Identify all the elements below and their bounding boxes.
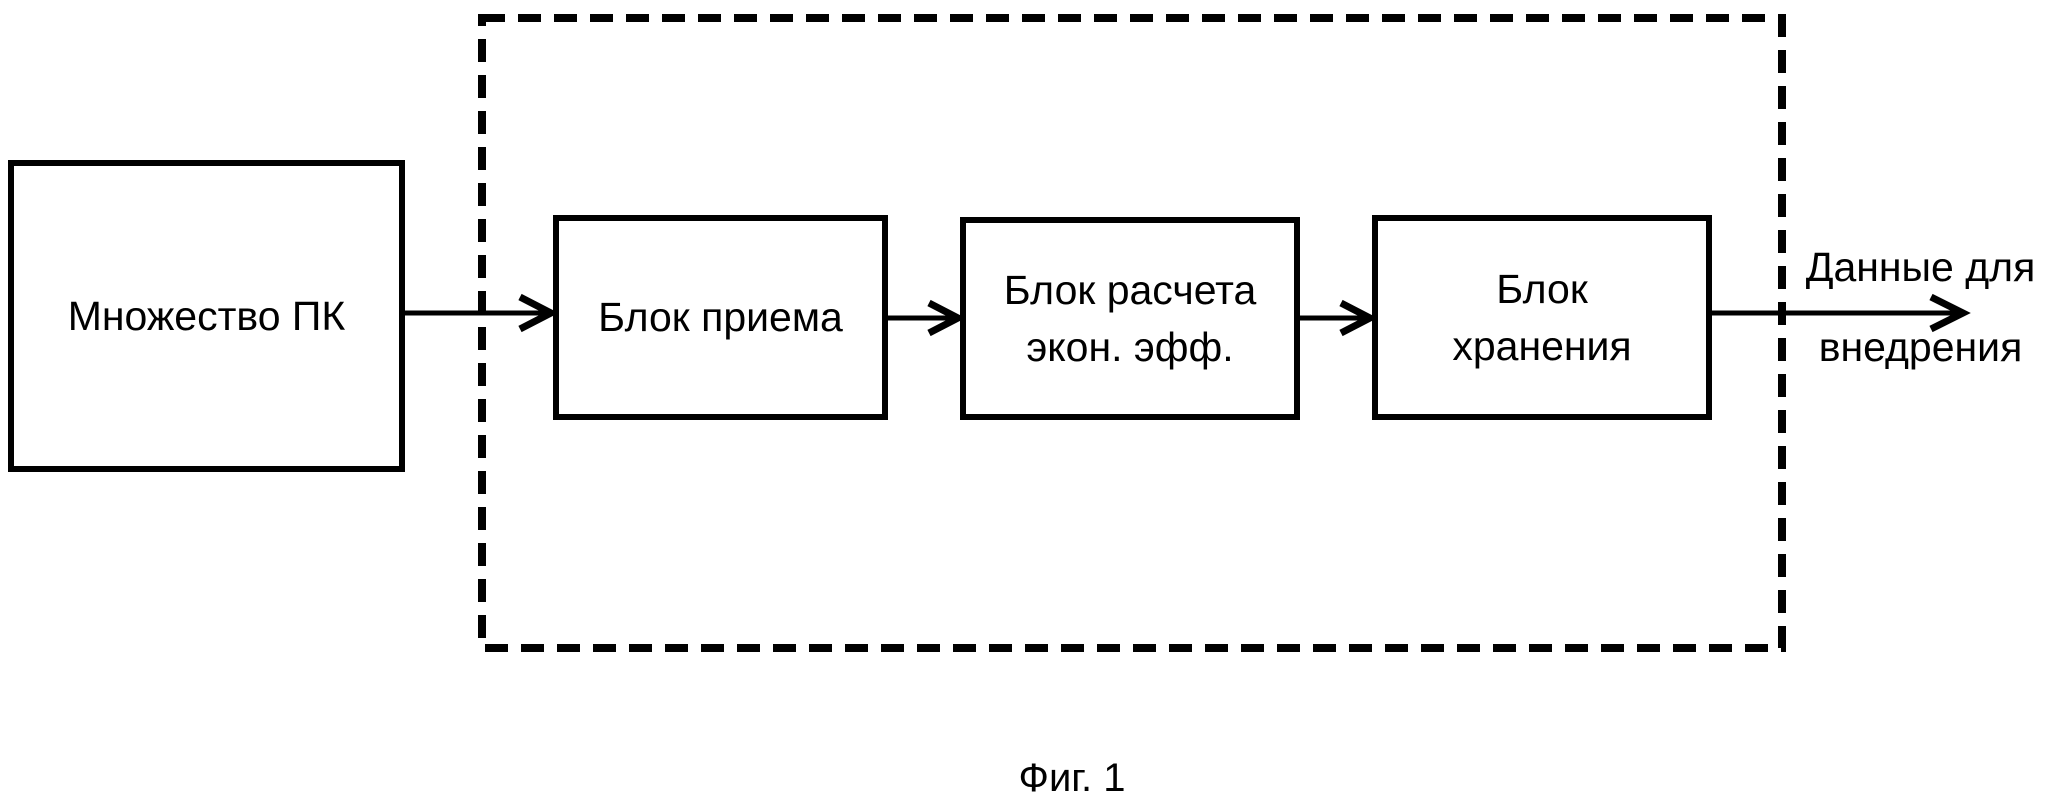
- storage-block: Блок хранения: [1372, 215, 1712, 420]
- economic-efficiency-calc-block: Блок расчета экон. эфф.: [960, 217, 1300, 420]
- reception-block-label: Блок приема: [598, 294, 843, 340]
- calc-block-label-line1: Блок расчета: [1003, 266, 1257, 313]
- reception-block: Блок приема: [553, 215, 888, 420]
- calc-block-label-line2: экон. эфф.: [1026, 323, 1234, 370]
- figure-caption: Фиг. 1: [1018, 756, 1126, 800]
- output-annotation-line2: внедрения: [1818, 324, 2023, 370]
- system-boundary-dashed-box: [478, 14, 1786, 652]
- arrow-calc-to-storage: [1300, 299, 1378, 337]
- arrow-receive-to-calc: [888, 299, 966, 337]
- storage-block-label-line2: хранения: [1452, 322, 1632, 369]
- storage-block-label-line1: Блок: [1496, 265, 1588, 312]
- source-pcs-label: Множество ПК: [67, 292, 346, 339]
- arrow-storage-to-output: [1712, 293, 1971, 333]
- arrow-source-to-receive: [405, 293, 559, 333]
- source-pcs-block: Множество ПК: [8, 160, 405, 472]
- output-annotation-line1: Данные для: [1805, 244, 2036, 290]
